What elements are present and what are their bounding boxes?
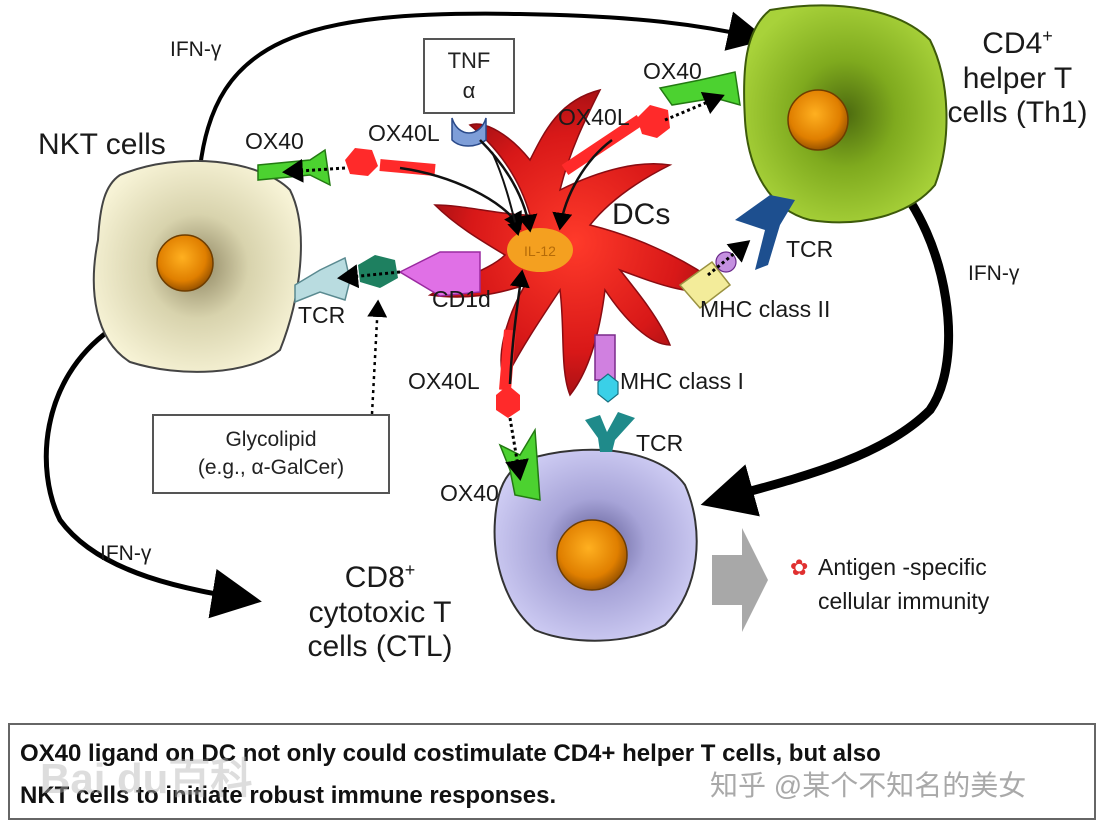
ifn-arrow-left (43, 327, 262, 619)
label-cd8-sup: + (404, 560, 416, 580)
tnf-alpha-box: TNF α (423, 38, 515, 114)
dc-arrow-ox40l-bottom (508, 269, 530, 385)
tcr-cd8-receptor (585, 412, 635, 452)
label-ox40-cd8: OX40 (440, 480, 499, 506)
baidu-watermark: Bai du百科 (40, 755, 253, 802)
dc-arrow-ox40l-right (552, 138, 613, 231)
label-antigen-specific: Antigen -specific cellular immunity (818, 550, 989, 618)
caption-line1: OX40 ligand on DC not only could costimu… (20, 740, 881, 767)
dotted-cd1d-to-tcr (337, 264, 401, 289)
caption-box: OX40 ligand on DC not only could costimu… (8, 723, 1096, 820)
antigen-star-icon: ✿ (790, 556, 808, 581)
dc-nucleus (507, 228, 573, 272)
label-ox40l-right: OX40L (558, 104, 630, 130)
mhc-i-peptide (597, 373, 619, 403)
cd8-nucleus (556, 519, 628, 591)
ox40l-bottom-molecule (496, 329, 520, 418)
tnf-receptor (451, 117, 487, 147)
label-ifn-right: IFN-γ (968, 262, 1020, 285)
tcr-cd4-receptor (735, 195, 795, 270)
glyco-line1: Glycolipid (225, 428, 317, 451)
tnf-line1: TNF (447, 48, 491, 73)
dc-arrow-center (491, 151, 523, 236)
label-dcs: DCs (612, 198, 671, 231)
caption-line2: NKT cells to initiate robust immune resp… (20, 782, 557, 809)
glyco-line2: (e.g., α-GalCer) (197, 456, 345, 479)
label-tcr-cd8: TCR (636, 430, 684, 456)
dotted-mhc2-to-tcr (707, 240, 751, 277)
nkt-nucleus (156, 234, 214, 292)
label-cd4-helper-t: CD4+ helper T cells (Th1) (930, 26, 1105, 131)
label-antigen-line2: cellular immunity (818, 588, 990, 614)
label-mhc-class-ii: MHC class II (700, 296, 831, 322)
label-cd1d: CD1d (432, 286, 491, 312)
label-ox40l-bottom: OX40L (408, 368, 480, 394)
tcr-nkt-receptor (294, 256, 351, 304)
label-cd8-line1: CD8 (344, 561, 405, 594)
label-ox40-nkt: OX40 (245, 128, 304, 154)
zhihu-watermark: 知乎 @某个不知名的美女 (710, 770, 1027, 801)
label-ifn-top: IFN-γ (170, 38, 222, 61)
label-cd8-line3: cells (CTL) (307, 630, 453, 663)
ox40l-left-molecule (345, 148, 436, 176)
dotted-ox40l-to-cd4 (664, 91, 725, 122)
dc-arrow-tnf (479, 139, 538, 233)
cd4-nucleus (787, 89, 849, 151)
ifn-arrow-top (198, 11, 768, 169)
dotted-ox40l-to-cd8 (505, 417, 529, 481)
label-cd4-sup: + (1042, 26, 1053, 46)
tnf-line2: α (462, 78, 476, 103)
label-antigen-line1: Antigen -specific (818, 554, 987, 580)
label-ifn-left: IFN-γ (100, 542, 152, 565)
output-arrow (712, 528, 768, 632)
label-cd4-line1: CD4 (982, 27, 1043, 60)
glycolipid-box: Glycolipid (e.g., α-GalCer) (152, 414, 390, 494)
ox40l-right-molecule (561, 105, 670, 175)
label-cd4-line2: helper T (962, 61, 1073, 95)
label-tcr-cd4: TCR (786, 236, 834, 262)
mhc-class-i (594, 334, 616, 381)
dotted-glycolipid-to-cd1d (367, 299, 388, 415)
label-ox40-cd4: OX40 (643, 58, 702, 84)
label-cd8-cytotoxic-t: CD8+ cytotoxic T cells (CTL) (280, 560, 480, 665)
glycolipid-antigen (358, 255, 398, 288)
label-ox40l-left: OX40L (368, 120, 440, 146)
label-cd4-line3: cells (Th1) (947, 96, 1088, 129)
label-tcr-nkt: TCR (298, 302, 346, 328)
dc-nucleus-label: IL-12 (524, 243, 556, 259)
ifn-arrow-right (700, 171, 954, 517)
label-cd8-line2: cytotoxic T (308, 595, 452, 629)
mhc-class-ii (678, 260, 732, 310)
dotted-ox40l-to-nkt (282, 158, 346, 183)
cd1d-molecule (398, 251, 481, 297)
label-mhc-class-i: MHC class I (620, 368, 744, 394)
label-nkt-cells: NKT cells (38, 128, 166, 161)
